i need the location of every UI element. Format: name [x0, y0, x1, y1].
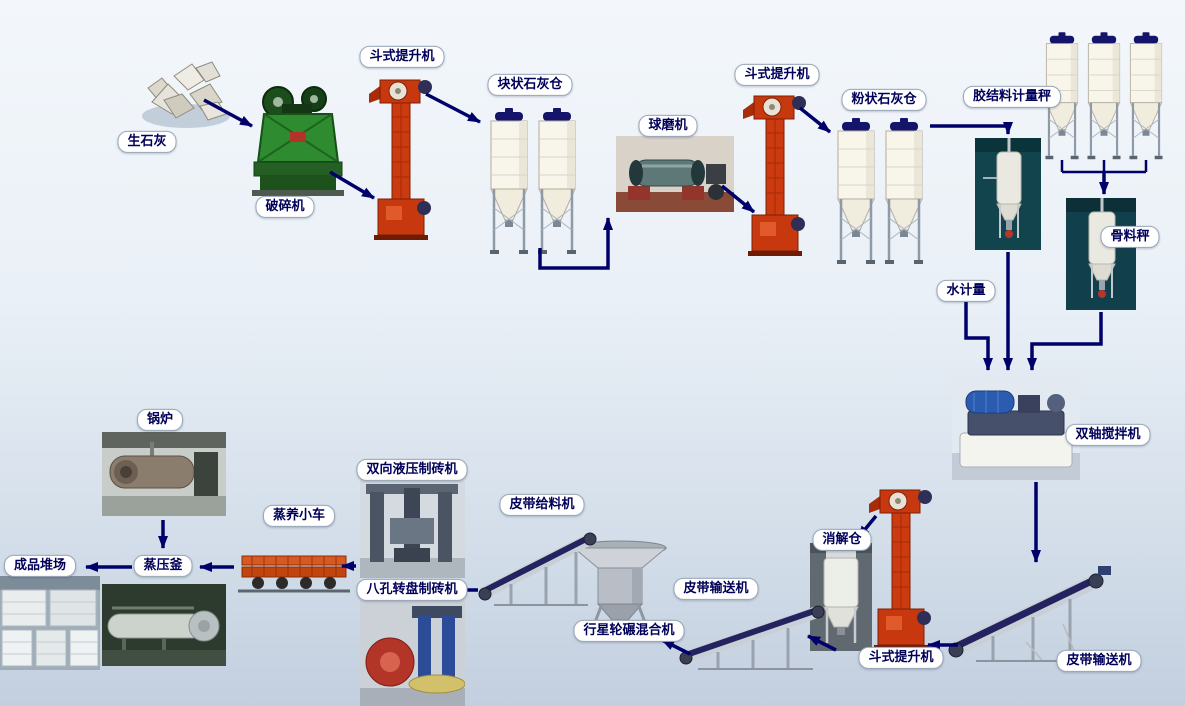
- label-belt-conveyor-mid: 皮带输送机: [673, 577, 759, 601]
- label-boiler: 锅炉: [136, 408, 184, 432]
- label-binder-metering-scale: 胶结料计量秤: [962, 85, 1062, 109]
- belt-conveyor-mid-image: [678, 598, 828, 673]
- ball-mill-photo: [616, 136, 734, 212]
- aggregate-scale-photo: [1066, 198, 1136, 310]
- jaw-crusher-image: [248, 84, 348, 196]
- label-aggregate-scale: 骨料秤: [1100, 225, 1160, 249]
- label-hydraulic-brick-press: 双向液压制砖机: [356, 458, 468, 482]
- label-planetary-mixer: 行星轮碾混合机: [573, 619, 685, 643]
- rotary-brick-press-photo: [360, 600, 465, 706]
- flow-arrow: [964, 302, 993, 371]
- bucket-elevator-3-image: [868, 482, 938, 652]
- aggregate-silos-image: [1042, 25, 1172, 170]
- flow-arrow: [1027, 312, 1103, 371]
- digestion-silo-photo: [810, 543, 872, 651]
- hydraulic-brick-press-photo: [360, 478, 465, 578]
- label-quicklime: 生石灰: [117, 130, 177, 154]
- label-water-metering: 水计量: [936, 279, 996, 303]
- label-crusher: 破碎机: [255, 195, 315, 219]
- label-bucket-elevator-3: 斗式提升机: [858, 646, 944, 670]
- bucket-elevator-2-image: [742, 88, 812, 258]
- planetary-mixer-image: [572, 538, 668, 633]
- flow-arrow: [930, 122, 1013, 135]
- label-belt-feeder: 皮带给料机: [499, 493, 585, 517]
- belt-feeder-image: [476, 520, 600, 608]
- label-steam-curing-trolley: 蒸养小车: [262, 504, 336, 528]
- label-powder-lime-silo: 粉状石灰仓: [841, 88, 927, 112]
- label-product-yard: 成品堆场: [3, 554, 77, 578]
- autoclave-photo: [102, 584, 226, 666]
- boiler-photo: [102, 432, 226, 516]
- powder-lime-silos-image: [833, 118, 927, 268]
- label-belt-conveyor-right: 皮带输送机: [1056, 649, 1142, 673]
- label-twin-shaft-mixer: 双轴搅拌机: [1065, 423, 1151, 447]
- label-rotary-brick-press: 八孔转盘制砖机: [356, 578, 468, 602]
- steam-curing-trolley-image: [238, 546, 350, 598]
- label-digestion-silo: 消解仓: [812, 528, 872, 552]
- binder-metering-scale-photo: [975, 138, 1041, 250]
- lump-lime-silos-image: [486, 108, 580, 258]
- twin-shaft-mixer-photo: [952, 375, 1080, 480]
- label-bucket-elevator-2: 斗式提升机: [734, 63, 820, 87]
- label-lump-lime-silo: 块状石灰仓: [487, 73, 573, 97]
- bucket-elevator-1-image: [368, 72, 438, 242]
- belt-conveyor-right-image: [948, 562, 1113, 664]
- label-bucket-elevator-1: 斗式提升机: [359, 45, 445, 69]
- label-autoclave: 蒸压釜: [133, 554, 193, 578]
- product-yard-photo: [0, 576, 100, 670]
- label-ball-mill: 球磨机: [638, 114, 698, 138]
- quicklime-pile-image: [138, 50, 234, 132]
